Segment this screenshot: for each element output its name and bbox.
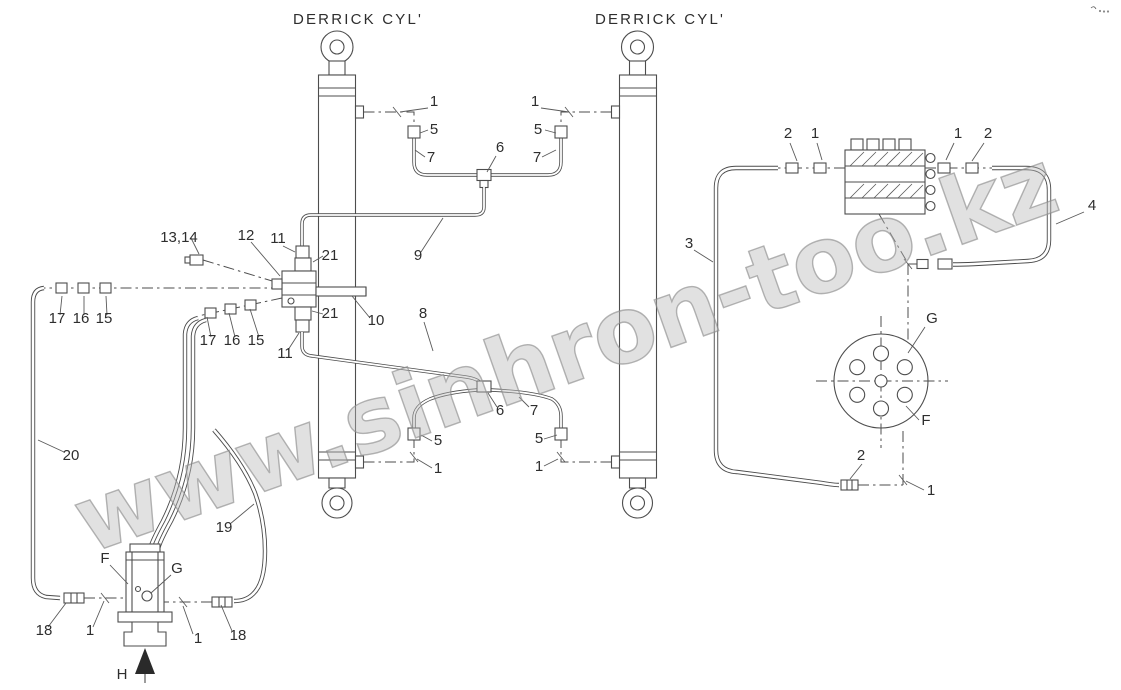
part-callout: 2: [984, 125, 992, 142]
part-callout: 5: [430, 121, 438, 138]
part-callout: 6: [496, 139, 504, 156]
control-block-assembly: [184, 245, 367, 333]
part-callout: 21: [322, 305, 339, 322]
part-callout: 1: [811, 125, 819, 142]
part-callout: 4: [1088, 197, 1096, 214]
part-callout: 7: [427, 149, 435, 166]
part-callout: 12: [238, 227, 255, 244]
port-label-g: G: [171, 560, 183, 577]
port-label-f: F: [100, 550, 109, 567]
hose-3: [713, 165, 859, 491]
suction-line-20: [30, 282, 112, 604]
derrick-cylinder-left: [317, 30, 365, 519]
leader-lines: [37, 107, 1085, 635]
part-callout: 21: [322, 247, 339, 264]
part-callout: 16: [224, 332, 241, 349]
part-callout: 18: [230, 627, 247, 644]
part-callout: 19: [216, 519, 233, 536]
part-callout: 1: [194, 630, 202, 647]
port-label-h: H: [117, 666, 128, 683]
watermark-text: www.sinhron-too.kz: [60, 128, 1070, 574]
part-callout: 5: [535, 430, 543, 447]
part-callout: 6: [496, 402, 504, 419]
part-callout: 1: [434, 460, 442, 477]
return-line-19: [147, 299, 268, 608]
part-callout: 1: [954, 125, 962, 142]
title-derrick-cyl-left: DERRICK CYL': [293, 11, 423, 28]
part-callout: 13,14: [160, 229, 198, 246]
valve-bank: [785, 138, 979, 215]
port-label-f-manifold: F: [921, 412, 930, 429]
title-derrick-cyl-right: DERRICK CYL': [595, 11, 725, 28]
part-callout: 8: [419, 305, 427, 322]
part-callout: 20: [63, 447, 80, 464]
part-callout: 11: [277, 345, 293, 362]
part-callout: 2: [784, 125, 792, 142]
part-callout: 15: [248, 332, 265, 349]
part-callout: 17: [200, 332, 217, 349]
part-callout: 1: [86, 622, 94, 639]
callout-labels: 1 5 7 6 1 5 7 9 13,14 12 11 21 17 16 15 …: [36, 93, 1097, 683]
part-callout: 7: [530, 402, 538, 419]
derrick-cylinder-right: [610, 30, 658, 519]
part-callout: 1: [430, 93, 438, 110]
flow-arrow-icon: [135, 648, 155, 683]
part-callout: 10: [368, 312, 385, 329]
corner-mark: [1090, 6, 1110, 13]
part-callout: 1: [531, 93, 539, 110]
part-callout: 5: [534, 121, 542, 138]
top-hose-assembly: [407, 125, 568, 189]
rotary-manifold: [816, 316, 948, 448]
part-callout: 1: [535, 458, 543, 475]
port-label-g-manifold: G: [926, 310, 938, 327]
bottom-hose-assembly: [407, 380, 568, 441]
part-callout: 9: [414, 247, 422, 264]
part-callout: 18: [36, 622, 53, 639]
part-callout: 11: [270, 230, 286, 247]
part-callout: 7: [533, 149, 541, 166]
part-callout: 16: [73, 310, 90, 327]
part-callout: 17: [49, 310, 66, 327]
part-callout: 15: [96, 310, 113, 327]
part-callout: 5: [434, 432, 442, 449]
pump-assembly: [117, 543, 173, 647]
part-callout: 1: [927, 482, 935, 499]
part-callout: 2: [857, 447, 865, 464]
tube-9: [300, 187, 486, 246]
part-callout: 3: [685, 235, 693, 252]
hose-4: [916, 165, 1052, 270]
